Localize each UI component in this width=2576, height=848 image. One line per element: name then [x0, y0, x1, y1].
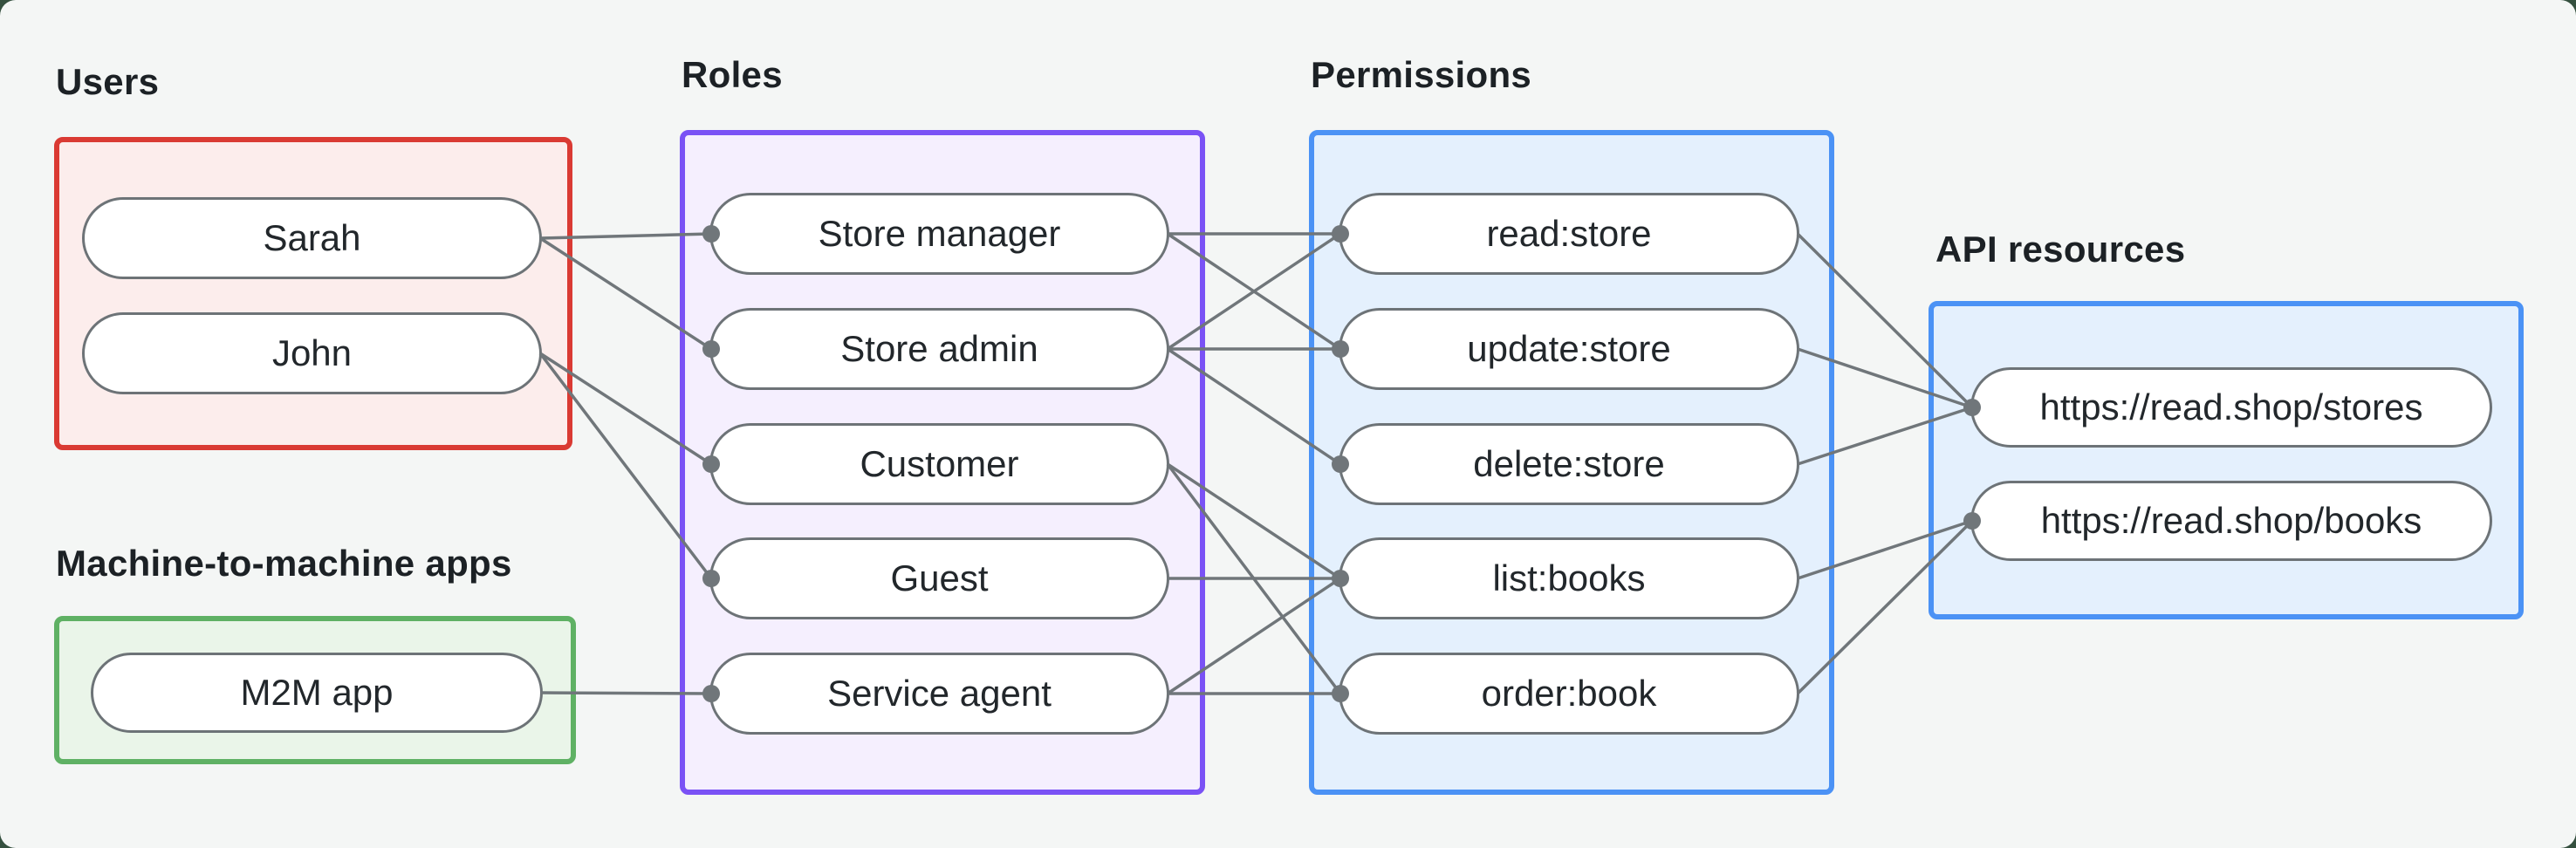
node-guest: Guest	[709, 537, 1169, 619]
api-resources-group-box	[1929, 301, 2524, 619]
node-service-agent: Service agent	[709, 653, 1169, 735]
m2m-group-label: Machine-to-machine apps	[56, 543, 512, 584]
permissions-group-label: Permissions	[1311, 54, 1532, 95]
api-resources-group-label: API resources	[1935, 229, 2186, 270]
node-stores-api: https://read.shop/stores	[1970, 367, 2492, 448]
users-group-label: Users	[56, 61, 160, 102]
node-update-store: update:store	[1339, 308, 1799, 390]
node-sarah: Sarah	[82, 197, 542, 279]
node-order-book: order:book	[1339, 653, 1799, 735]
node-books-api: https://read.shop/books	[1970, 481, 2492, 561]
node-store-manager: Store manager	[709, 193, 1169, 275]
users-group-box	[54, 137, 572, 450]
node-read-store: read:store	[1339, 193, 1799, 275]
node-john: John	[82, 312, 542, 394]
node-delete-store: delete:store	[1339, 423, 1799, 505]
node-list-books: list:books	[1339, 537, 1799, 619]
roles-group-label: Roles	[682, 54, 783, 95]
node-m2m-app: M2M app	[91, 653, 543, 733]
node-customer: Customer	[709, 423, 1169, 505]
node-store-admin: Store admin	[709, 308, 1169, 390]
